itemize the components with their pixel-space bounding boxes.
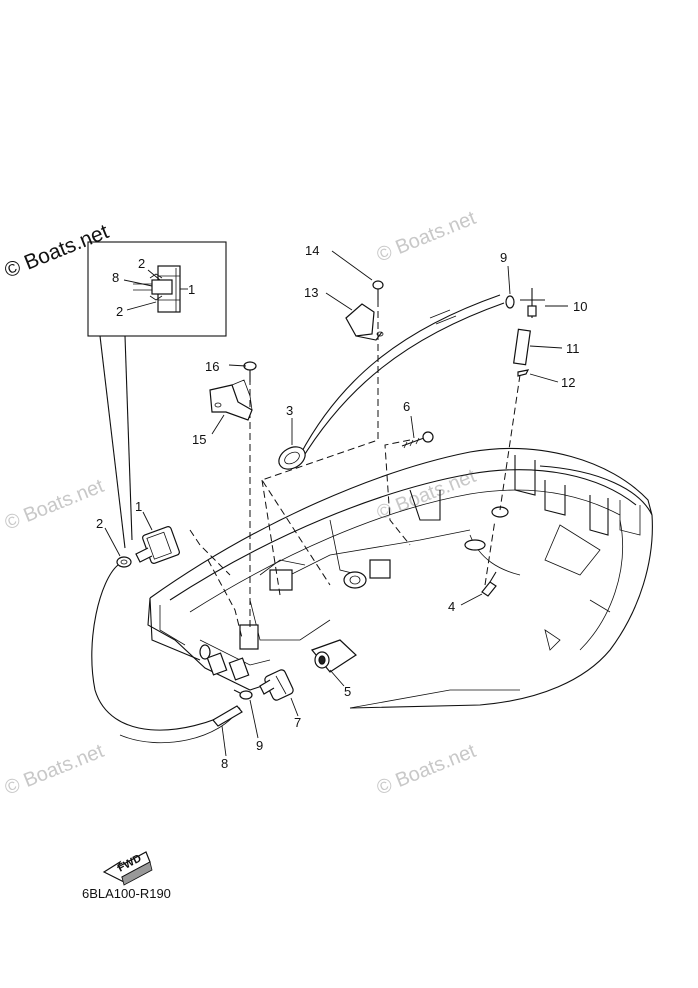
part-2-clamp (116, 556, 132, 568)
callout-8: 8 (221, 756, 228, 771)
watermark-main: © Boats.net (1, 220, 112, 283)
callout-9: 9 (256, 738, 263, 753)
callout-7: 7 (294, 715, 301, 730)
part-5-grommet (310, 639, 357, 673)
part-8-hose (212, 705, 243, 727)
callout-4: 4 (448, 599, 455, 614)
callout-6: 6 (403, 399, 410, 414)
part-1-pilot-outlet (135, 526, 180, 564)
part-7-nipple (259, 669, 294, 701)
part-10-joint (520, 288, 545, 318)
part-9-clamp-lower (233, 689, 253, 700)
callout-detail-2a: 2 (138, 256, 145, 271)
callout-detail-2b: 2 (116, 304, 123, 319)
watermark-faint: © Boats.net (2, 475, 108, 535)
bottom-cowling (147, 447, 653, 709)
callout-15: 15 (192, 432, 206, 447)
callout-11: 11 (566, 341, 580, 356)
callout-9-top: 9 (500, 250, 507, 265)
part-12-clip (517, 369, 530, 377)
callout-13: 13 (304, 285, 318, 300)
part-15-bracket (209, 379, 253, 421)
part-6-screw (401, 431, 434, 449)
diagram-code: 6BLA100-R190 (82, 886, 171, 901)
inset-pointer (124, 335, 133, 541)
hose-routing (91, 294, 521, 744)
leader-lines (104, 250, 568, 757)
callout-5: 5 (344, 684, 351, 699)
part-4-drain-fitting (481, 571, 497, 597)
callout-3: 3 (286, 403, 293, 418)
callout-detail-1: 1 (188, 282, 195, 297)
callout-10: 10 (573, 299, 587, 314)
part-16-bolt (243, 361, 257, 382)
callouts: 14 13 16 15 3 6 9 10 11 12 1 2 4 5 7 9 8 (96, 243, 587, 771)
part-3-grommet (278, 446, 306, 470)
detail-drawing (133, 265, 181, 313)
inset-pointer (99, 335, 126, 549)
watermark-faint: © Boats.net (374, 207, 480, 267)
detail-inset: 2 8 1 2 (87, 241, 227, 549)
callout-12: 12 (561, 375, 575, 390)
part-9-clamp-upper (505, 295, 515, 309)
watermark-faint: © Boats.net (2, 740, 108, 800)
part-11-hose (513, 328, 531, 366)
callout-14: 14 (305, 243, 319, 258)
watermark-faint: © Boats.net (374, 740, 480, 800)
detail-box (87, 241, 227, 337)
callout-16: 16 (205, 359, 219, 374)
fwd-arrow-icon: FWD (102, 851, 153, 886)
part-14-screw (372, 280, 384, 300)
callout-1: 1 (135, 499, 142, 514)
part-13-holder (345, 303, 384, 341)
callout-2: 2 (96, 516, 103, 531)
callout-detail-8: 8 (112, 270, 119, 285)
